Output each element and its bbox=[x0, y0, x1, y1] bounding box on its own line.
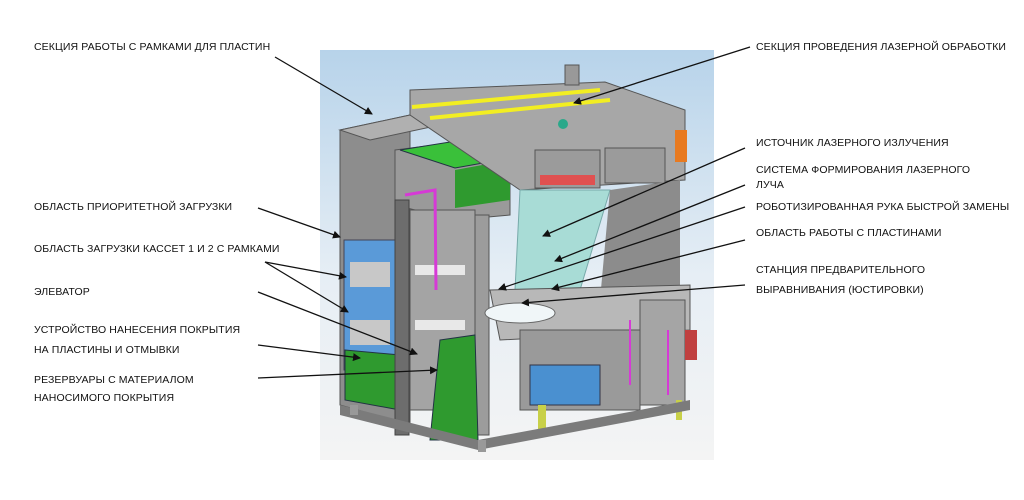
label-cassette-load: ОБЛАСТЬ ЗАГРУЗКИ КАССЕТ 1 И 2 С РАМКАМИ bbox=[34, 243, 280, 255]
arrow-beam-system bbox=[554, 184, 746, 263]
machine-render bbox=[338, 64, 697, 452]
arrow-elevator bbox=[257, 291, 418, 356]
label-prealign-line1: СТАНЦИЯ ПРЕДВАРИТЕЛЬНОГО bbox=[756, 264, 926, 276]
arrow-prealign bbox=[521, 284, 746, 307]
label-reservoir-line2: НАНОСИМОГО ПОКРЫТИЯ bbox=[34, 392, 175, 404]
label-frame-section: СЕКЦИЯ РАБОТЫ С РАМКАМИ ДЛЯ ПЛАСТИН bbox=[34, 41, 271, 53]
label-beam-line2: ЛУЧА bbox=[756, 179, 784, 191]
arrow-robot-arm bbox=[498, 206, 746, 291]
label-prealign-line2: ВЫРАВНИВАНИЯ (ЮСТИРОВКИ) bbox=[756, 284, 924, 296]
arrow-priority-load bbox=[257, 207, 341, 239]
arrow-frame-section bbox=[274, 56, 373, 115]
label-priority-load: ОБЛАСТЬ ПРИОРИТЕТНОЙ ЗАГРУЗКИ bbox=[34, 201, 233, 213]
label-wafer-area: ОБЛАСТЬ РАБОТЫ С ПЛАСТИНАМИ bbox=[756, 227, 942, 239]
label-coating-line1: УСТРОЙСТВО НАНЕСЕНИЯ ПОКРЫТИЯ bbox=[34, 324, 241, 336]
arrow-cassette-2 bbox=[264, 261, 349, 313]
label-beam-line1: СИСТЕМА ФОРМИРОВАНИЯ ЛАЗЕРНОГО bbox=[756, 164, 971, 176]
label-laser-section: СЕКЦИЯ ПРОВЕДЕНИЯ ЛАЗЕРНОЙ ОБРАБОТКИ bbox=[756, 41, 1007, 53]
arrow-coating bbox=[257, 344, 361, 362]
arrow-reservoir bbox=[257, 366, 438, 379]
label-coating-line2: НА ПЛАСТИНЫ И ОТМЫВКИ bbox=[34, 344, 180, 356]
arrow-wafer-area bbox=[551, 239, 746, 292]
label-reservoir-line1: РЕЗЕРВУАРЫ С МАТЕРИАЛОМ bbox=[34, 374, 194, 386]
label-robot-arm: РОБОТИЗИРОВАННАЯ РУКА БЫСТРОЙ ЗАМЕНЫ bbox=[756, 201, 1010, 213]
label-laser-source: ИСТОЧНИК ЛАЗЕРНОГО ИЗЛУЧЕНИЯ bbox=[756, 137, 949, 149]
arrow-laser-section bbox=[573, 46, 751, 105]
callout-arrows bbox=[257, 46, 751, 379]
arrow-cassette-1 bbox=[264, 261, 347, 280]
arrow-laser-source bbox=[542, 147, 746, 237]
label-elevator: ЭЛЕВАТОР bbox=[34, 286, 90, 298]
